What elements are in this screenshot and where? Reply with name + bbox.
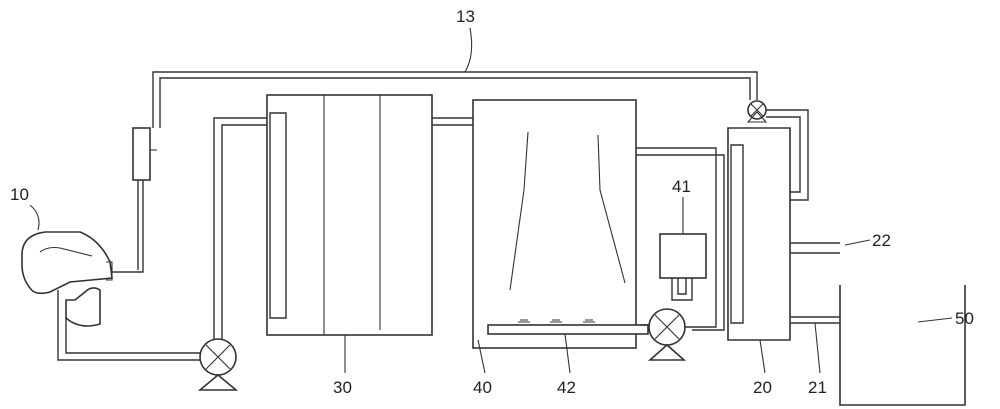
label-toilet: 10 [10,185,29,204]
outlet-tank [728,101,840,340]
label-aerator: 42 [557,378,576,397]
top-pipe [153,72,757,128]
label-drain-pipe: 21 [808,378,827,397]
label-collection-tank: 50 [955,309,974,328]
label-filter-tank: 30 [333,378,352,397]
label-top-pipe: 13 [456,7,475,26]
toilet [22,232,200,360]
settling-tank [473,100,648,348]
label-settling-tank: 40 [473,378,492,397]
label-outlet-tank: 20 [753,378,772,397]
label-overflow-pipe: 22 [872,231,891,250]
collection-tank [840,285,965,405]
flow-meter [110,128,157,272]
left-pump [200,118,272,390]
label-blower: 41 [672,177,691,196]
